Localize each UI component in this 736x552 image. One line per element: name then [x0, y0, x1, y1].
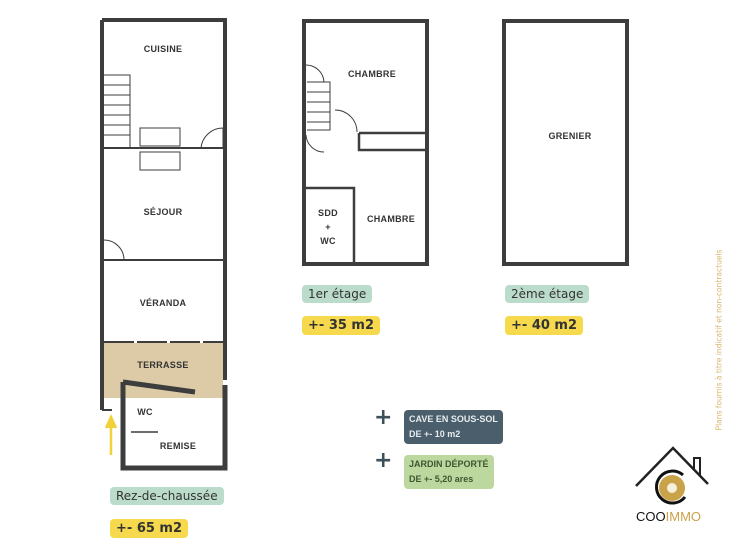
- entrance-arrow-icon: [104, 413, 118, 455]
- logo-text-immo: IMMO: [665, 509, 702, 524]
- logo-text: COOIMMO: [636, 509, 701, 524]
- second-floor-area: +- 40 m2: [505, 316, 584, 335]
- cooimmo-logo: [635, 446, 709, 505]
- ground-floor-area: +- 65 m2: [110, 519, 189, 538]
- first-floor-plan: [302, 19, 429, 266]
- room-label-bathroom-wc: WC: [320, 236, 336, 246]
- garden-size: DE +- 5,20 ares: [409, 474, 474, 484]
- first-floor-label: 1er étage: [302, 285, 373, 303]
- cellar-size: DE +- 10 m2: [409, 429, 461, 439]
- room-label-storage: REMISE: [160, 441, 196, 451]
- room-label-wc: WC: [137, 407, 153, 417]
- room-label-bathroom-plus: +: [325, 222, 331, 232]
- cellar-info: CAVE EN SOUS-SOL DE +- 10 m2: [404, 410, 503, 444]
- first-floor-area: +- 35 m2: [302, 316, 381, 335]
- room-label-kitchen: CUISINE: [144, 44, 183, 54]
- cellar-title: CAVE EN SOUS-SOL: [409, 414, 498, 424]
- garden-info: JARDIN DÉPORTÉ DE +- 5,20 ares: [404, 455, 494, 489]
- second-floor-plan: [502, 19, 629, 266]
- room-label-bedroom-2: CHAMBRE: [367, 214, 415, 224]
- ground-floor-plan: [100, 18, 228, 471]
- room-label-terrace: TERRASSE: [137, 360, 188, 370]
- second-floor-label: 2ème étage: [505, 285, 590, 303]
- disclaimer: Plans fournis à titre indicatif et non-c…: [714, 249, 724, 431]
- room-label-living: SÉJOUR: [144, 207, 183, 217]
- room-label-bathroom: SDD: [318, 208, 338, 218]
- ground-floor-label: Rez-de-chaussée: [110, 487, 224, 505]
- room-label-veranda: VÉRANDA: [140, 298, 187, 308]
- plus-icon: +: [374, 448, 393, 473]
- garden-title: JARDIN DÉPORTÉ: [409, 459, 489, 469]
- room-label-bedroom-1: CHAMBRE: [348, 69, 396, 79]
- plus-icon: +: [374, 405, 393, 430]
- logo-text-coo: COO: [636, 509, 666, 524]
- room-label-attic: GRENIER: [548, 131, 591, 141]
